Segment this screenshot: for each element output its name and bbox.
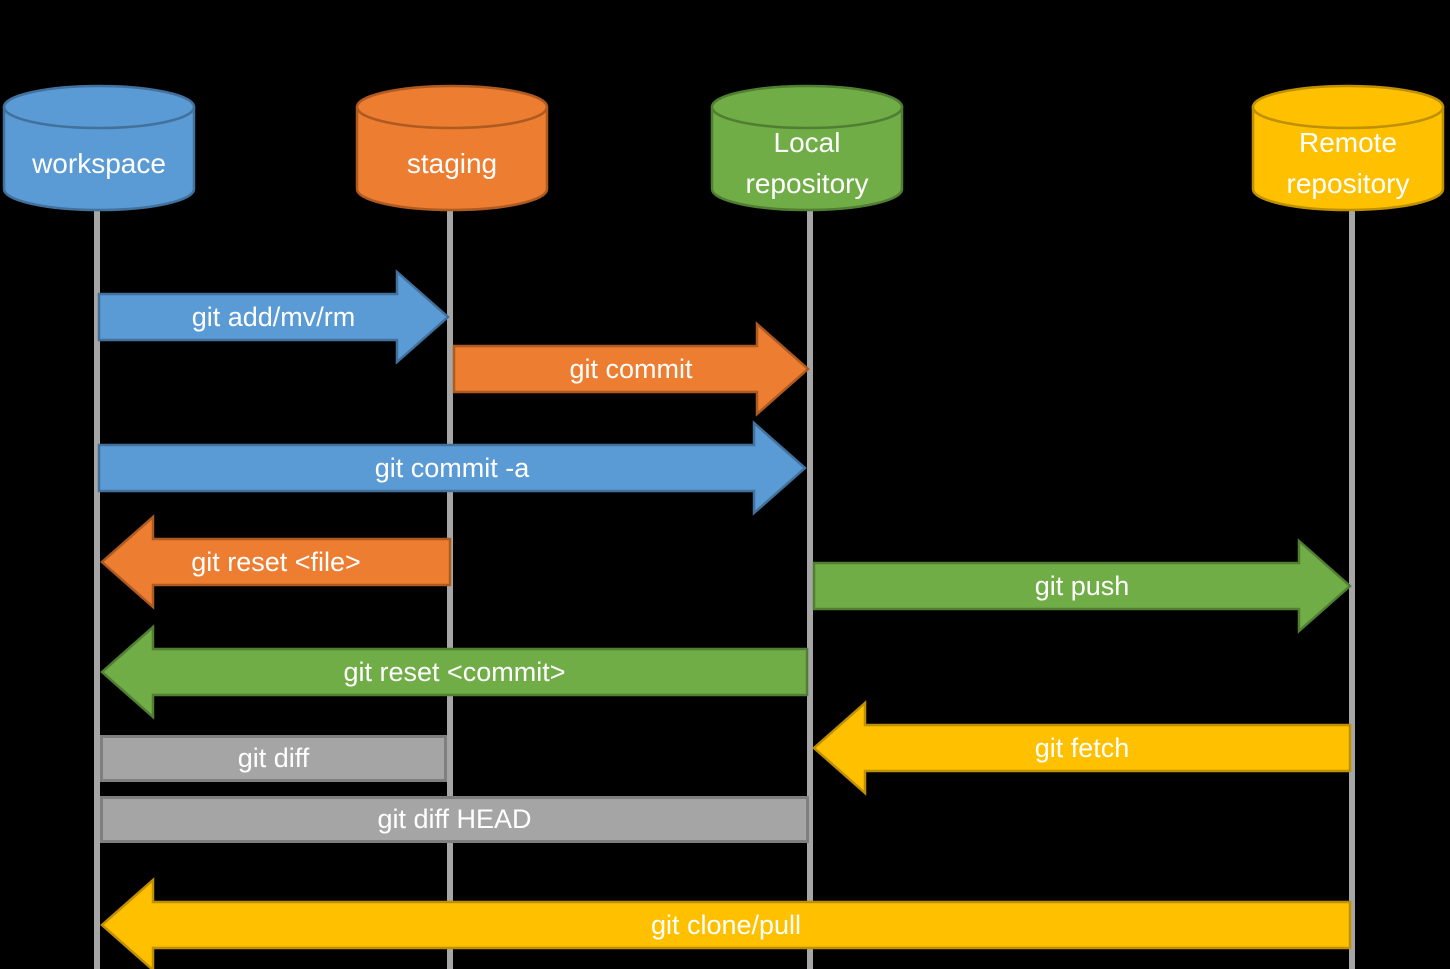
bar-git-diff-head: git diff HEAD	[100, 796, 809, 843]
arrow-git-fetch: git fetch	[812, 700, 1352, 796]
bar-label: git diff	[237, 743, 310, 773]
arrow-label: git clone/pull	[650, 909, 802, 940]
arrow-label: git reset <commit>	[343, 656, 566, 687]
workspace-node: workspace	[2, 84, 196, 212]
lifeline-local-repository	[807, 208, 813, 969]
right-arrow-shape	[97, 269, 450, 365]
bar-git-diff: git diff	[100, 735, 447, 782]
arrow-label: git reset <file>	[191, 546, 361, 577]
database-cylinder-icon	[2, 84, 196, 212]
node-label: workspace	[32, 147, 166, 179]
right-arrow-shape	[97, 420, 807, 516]
node-label: Local repository	[745, 127, 869, 199]
arrow-git-reset-commit: git reset <commit>	[100, 624, 809, 720]
arrow-git-clone-pull: git clone/pull	[100, 877, 1352, 969]
arrow-label: git commit	[569, 353, 693, 384]
lifeline-staging	[447, 208, 453, 969]
arrow-git-push: git push	[812, 538, 1352, 634]
database-cylinder-icon	[1251, 84, 1445, 212]
right-arrow-shape	[452, 321, 810, 417]
arrow-git-add-mv-rm: git add/mv/rm	[97, 269, 450, 365]
lifeline-remote-repository	[1349, 208, 1355, 969]
lifeline-workspace	[94, 208, 100, 969]
local-repository-node: Local repository	[710, 84, 904, 212]
database-cylinder-icon	[710, 84, 904, 212]
left-arrow-shape	[100, 624, 809, 720]
left-arrow-shape	[812, 700, 1352, 796]
node-label: Remote repository	[1286, 127, 1410, 199]
arrow-label: git fetch	[1034, 732, 1130, 763]
left-arrow-shape	[100, 877, 1352, 969]
arrow-git-commit: git commit	[452, 321, 810, 417]
arrow-git-reset-file: git reset <file>	[100, 514, 452, 610]
right-arrow-shape	[812, 538, 1352, 634]
arrow-label: git add/mv/rm	[191, 301, 356, 332]
remote-repository-node: Remote repository	[1251, 84, 1445, 212]
left-arrow-shape	[100, 514, 452, 610]
staging-node: staging	[355, 84, 549, 212]
node-label: staging	[406, 147, 498, 179]
arrow-label: git push	[1034, 570, 1130, 601]
arrow-git-commit-a: git commit -a	[97, 420, 807, 516]
arrow-label: git commit -a	[374, 452, 530, 483]
bar-label: git diff HEAD	[377, 804, 532, 834]
database-cylinder-icon	[355, 84, 549, 212]
